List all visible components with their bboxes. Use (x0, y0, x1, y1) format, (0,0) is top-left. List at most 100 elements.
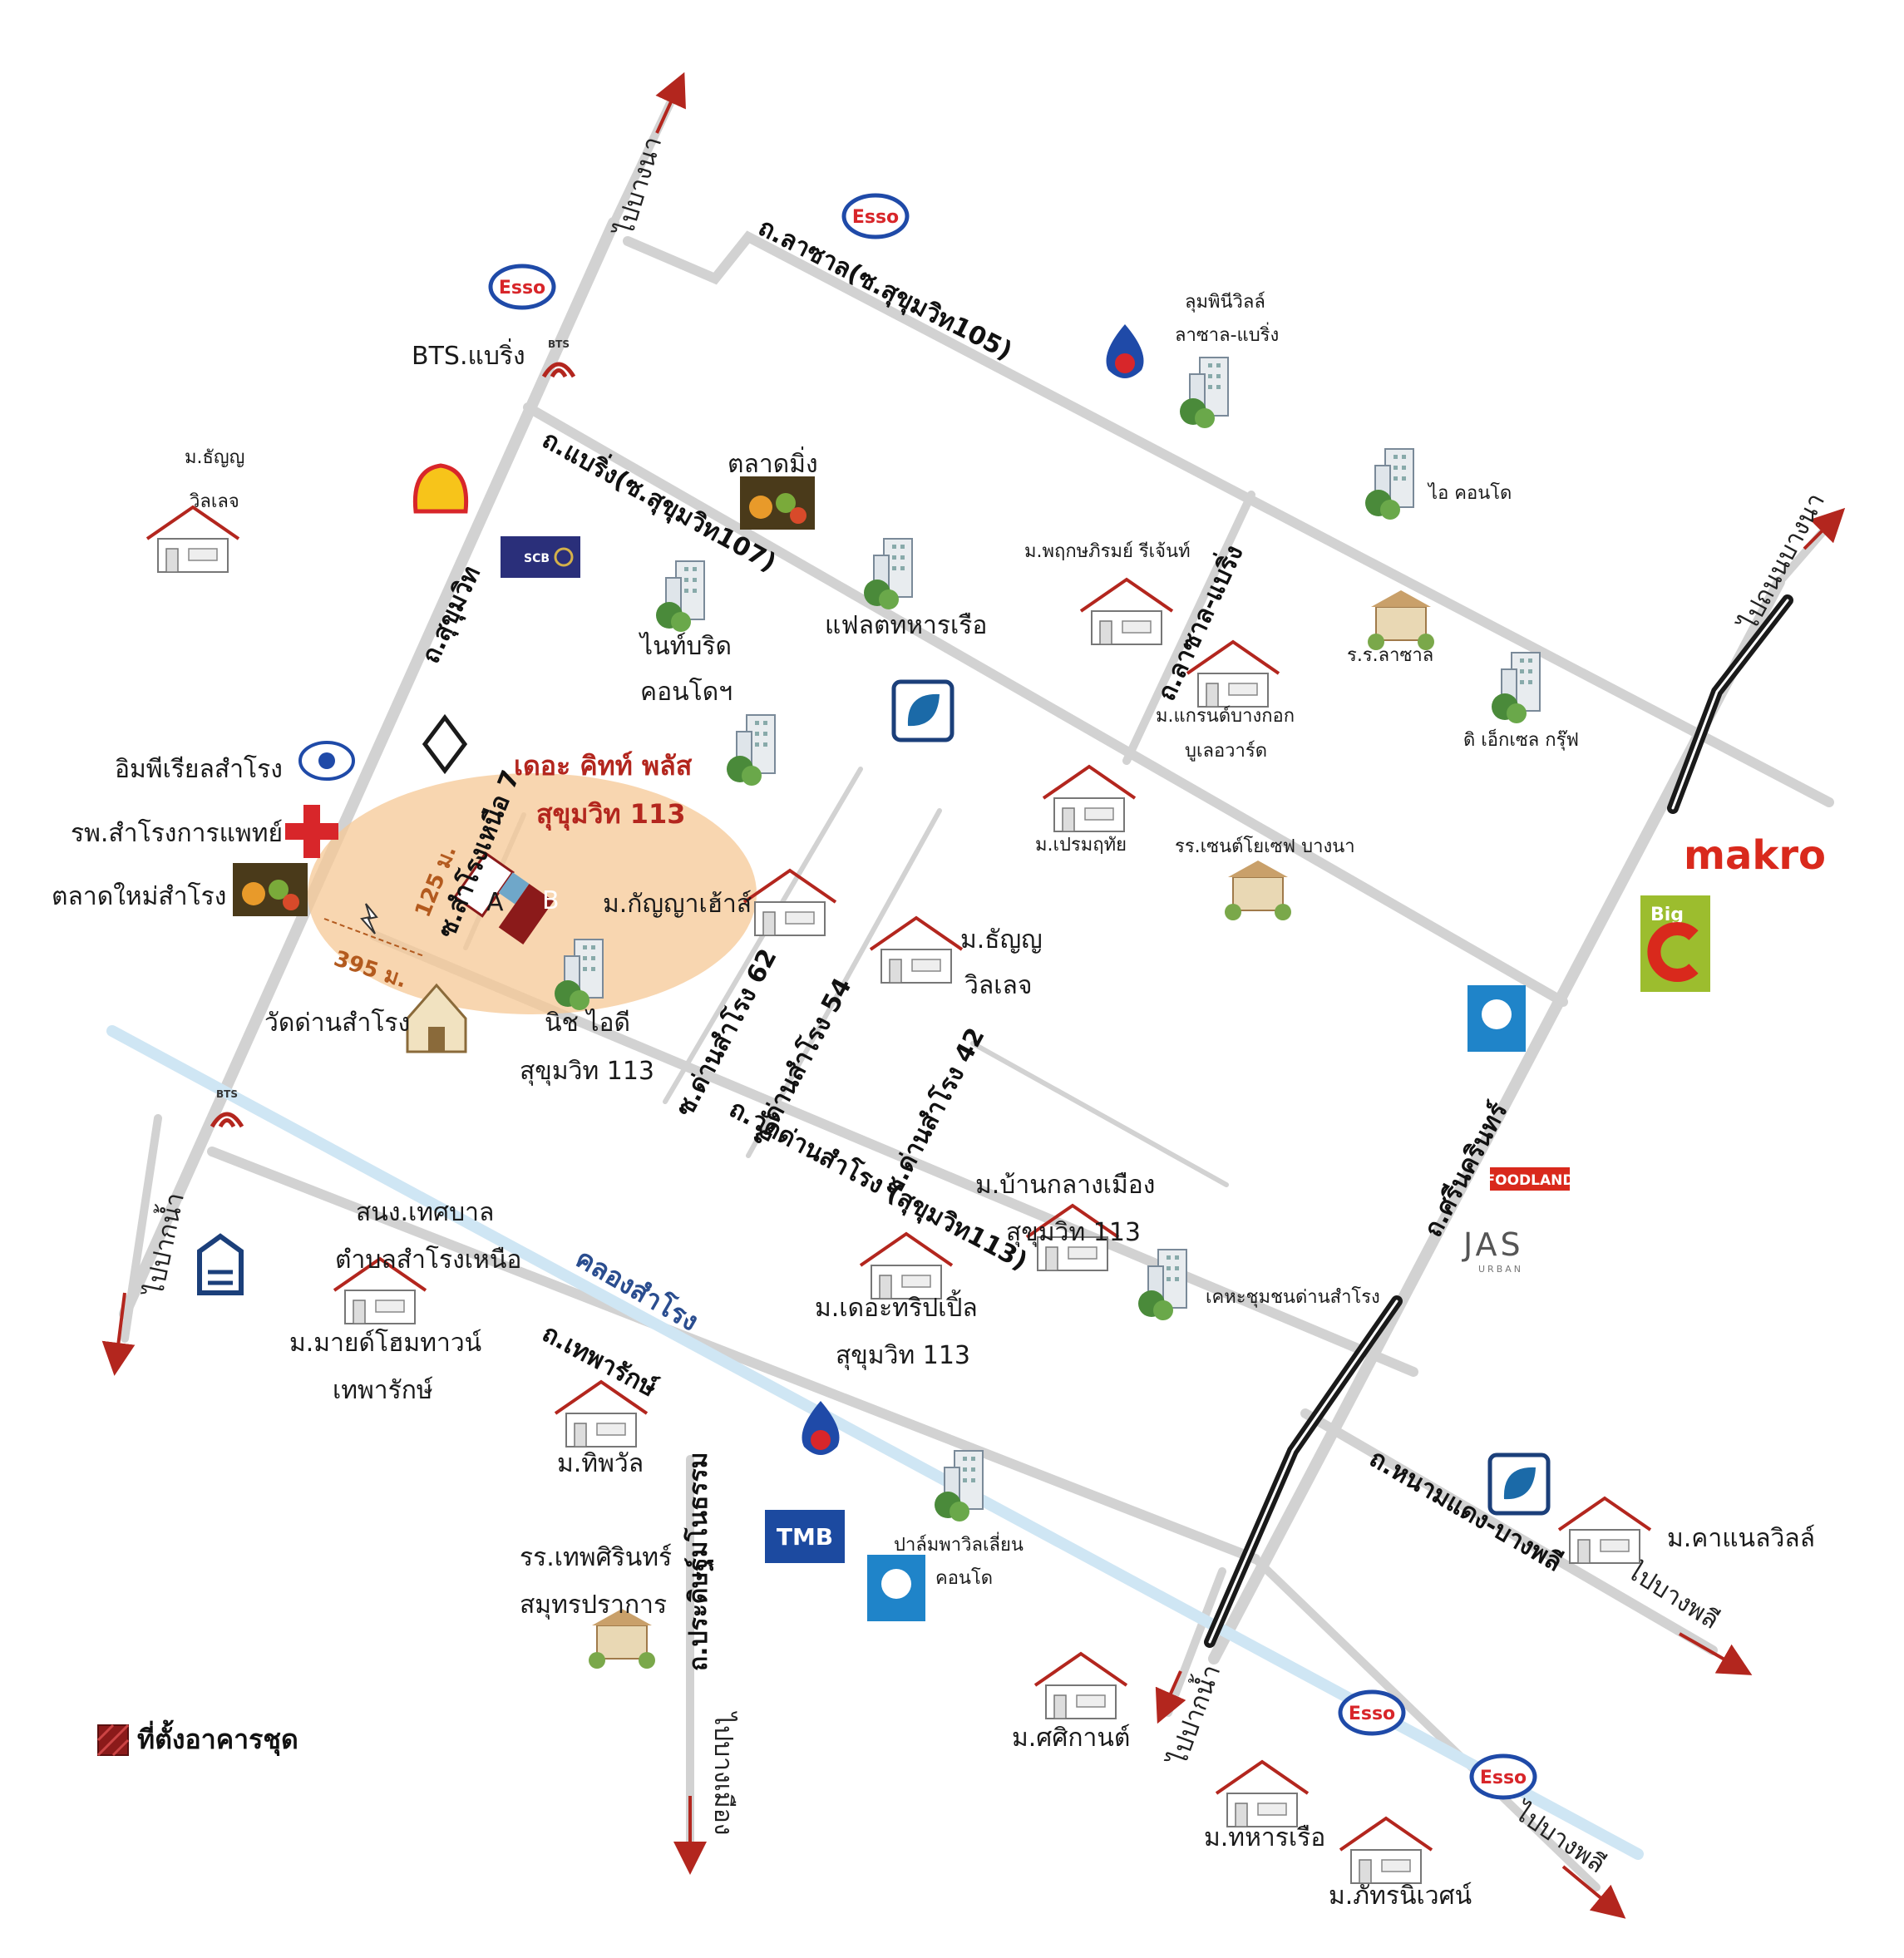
place-community-housing: เคหะชุมชนด่านสำโรง (1206, 1286, 1380, 1308)
condo-icon (934, 1450, 984, 1522)
place-kanya: ม.กัญญาเฮ้าส์ (603, 890, 752, 919)
condo-icon (863, 538, 913, 610)
direction-labels: ไปบางนา ไปถนนบางนา ไปปากน้ำ ไปปากน้ำ ไปบ… (136, 133, 1831, 1879)
svg-text:TMB: TMB (777, 1523, 833, 1551)
place-palm-2: คอนโด (935, 1567, 993, 1589)
site-zone: A B เดอะ คิทท์ พลัส สุขุมวิท 113 125 ม. … (308, 750, 757, 1014)
place-grand-bangkok-1: ม.แกรนด์บางกอก (1156, 706, 1295, 727)
site-name-line1: เดอะ คิทท์ พลัส (514, 750, 693, 782)
place-lumpini-2: ลาซาล-แบริ่ง (1175, 322, 1279, 346)
svg-text:BTS: BTS (548, 338, 570, 350)
place-premruethai: ม.เปรมฤทัย (1035, 835, 1127, 856)
scb-logo: SCB (501, 536, 580, 578)
market-icon (233, 863, 308, 916)
temple-icon (406, 983, 467, 1053)
condo-icon (1364, 448, 1414, 520)
bank-diamond-icon (422, 713, 468, 775)
house-icon (1339, 1817, 1433, 1885)
tmb-logo: TMB (765, 1510, 845, 1563)
place-palm-1: ปาล์มพาวิลเลี่ยน (894, 1531, 1024, 1556)
esso-logo: Esso (488, 264, 556, 310)
bank-leaf-logo (891, 679, 954, 742)
place-niche-2: สุขุมวิท 113 (520, 1057, 654, 1087)
jas-logo: JAS (1462, 1226, 1524, 1263)
place-mind-home-2: เทพารักษ์ (333, 1376, 433, 1405)
road-theparak-2 (1251, 1555, 1601, 1891)
place-wat: วัดด่านสำโรง (264, 1008, 410, 1038)
imperial-logo (298, 741, 355, 781)
direction-arrows (101, 72, 1846, 1919)
expressway (1204, 594, 1793, 1648)
road-label-theparak: ถ.เทพารักษ์ (537, 1319, 662, 1403)
place-mind-home-1: ม.มายด์โฮมทาวน์ (289, 1328, 481, 1358)
svg-text:Esso: Esso (1480, 1768, 1527, 1788)
house-icon (1557, 1497, 1652, 1565)
road-nam-daeng (1300, 1408, 1718, 1655)
dir-mueang: ไปบางเมือง (708, 1711, 738, 1835)
legend-label: ที่ตั้งอาคารชุด (137, 1719, 298, 1757)
svg-text:FOODLAND: FOODLAND (1486, 1172, 1575, 1189)
place-triple-2: สุขุมวิท 113 (836, 1341, 970, 1371)
place-hospital: รพ.สำโรงการแพทย์ (71, 818, 283, 848)
house-icon (146, 506, 240, 574)
place-thipawan: ม.ทิพวัล (557, 1449, 644, 1478)
svg-text:Esso: Esso (852, 207, 899, 228)
krungthai-logo (867, 1555, 925, 1621)
place-excel-group: ดิ เอ็กเซล กรุ๊ฟ (1463, 727, 1579, 751)
site-name-line2: สุขุมวิท 113 (536, 798, 686, 831)
place-lasalle-school: ร.ร.ลาซาล (1347, 645, 1433, 666)
place-tanyu-c-2: วิลเลจ (964, 971, 1033, 1000)
place-tanyu-tl-1: ม.ธัญญ (185, 447, 244, 468)
place-phatra: ม.ภัทรนิเวศน์ (1329, 1882, 1472, 1911)
place-nine-bird-1: ไนท์บริด (639, 631, 732, 661)
house-icon (869, 916, 964, 984)
market-icon (740, 476, 815, 530)
condo-icon (726, 714, 776, 787)
place-municipal-1: สนง.เทศบาล (356, 1198, 494, 1227)
condo-icon (1491, 652, 1541, 724)
krungthai-logo (1467, 985, 1526, 1052)
svg-text:Esso: Esso (1349, 1704, 1395, 1724)
road-label-pradit: ถ.ประดิษฐ์มโนธรรม (683, 1452, 715, 1671)
bigc-logo: Big (1640, 895, 1710, 992)
dir-bangna-top: ไปบางนา (609, 133, 668, 240)
esso-logo: Esso (841, 193, 910, 239)
place-i-condo: ไอ คอนโด (1427, 482, 1512, 504)
svg-text:SCB: SCB (524, 552, 550, 565)
foodland-logo: FOODLAND (1486, 1167, 1575, 1191)
road-soi-54 (746, 808, 942, 1158)
place-imperial: อิมพีเรียลสำโรง (115, 754, 283, 784)
house-icon (859, 1232, 954, 1300)
road-lasalle (623, 230, 1834, 807)
ptt-logo (1106, 324, 1144, 378)
road-bearing (523, 402, 1568, 1007)
esso-logo: Esso (1338, 1689, 1406, 1736)
place-thepsirin-1: รร.เทพศิรินทร์ (520, 1543, 672, 1572)
bts-icon: BTS (210, 1088, 244, 1128)
place-lumpini-1: ลุมพินีวิลล์ (1185, 292, 1265, 313)
svg-text:Esso: Esso (499, 278, 545, 298)
house-icon (1079, 578, 1174, 646)
place-ban-klang-2: สุขุมวิท 113 (1006, 1218, 1141, 1248)
svg-text:Big: Big (1650, 905, 1684, 925)
house-icon (742, 869, 837, 937)
legend: ที่ตั้งอาคารชุด (96, 1719, 298, 1757)
house-icon (1033, 1652, 1128, 1720)
road-lasalle-bearing (1122, 491, 1255, 765)
place-nine-bird-2: คอนโดฯ (640, 677, 732, 707)
place-st-joseph: รร.เซนต์โยเซฟ บางนา (1175, 836, 1355, 857)
place-labels: BTS.แบริ่ง ม.ธัญญ วิลเลจ ตลาดมิ่ง ไนท์บร… (52, 292, 1815, 1911)
hospital-cross-icon (285, 805, 338, 858)
place-tanyu-c-1: ม.ธัญญ (960, 925, 1043, 954)
place-thepsirin-2: สมุทรปราการ (520, 1591, 667, 1620)
lightning-icon (360, 903, 378, 935)
bank-leaf-logo (1487, 1452, 1551, 1516)
makro-logo: makro (1684, 832, 1826, 879)
house-icon (1215, 1760, 1310, 1828)
place-bts-bearing: BTS.แบริ่ง (412, 338, 525, 371)
place-carnival: ม.คาแนลวิลล์ (1667, 1524, 1815, 1553)
roads (119, 83, 1837, 1891)
school-icon (1224, 860, 1292, 921)
government-housing-logo (197, 1233, 244, 1295)
